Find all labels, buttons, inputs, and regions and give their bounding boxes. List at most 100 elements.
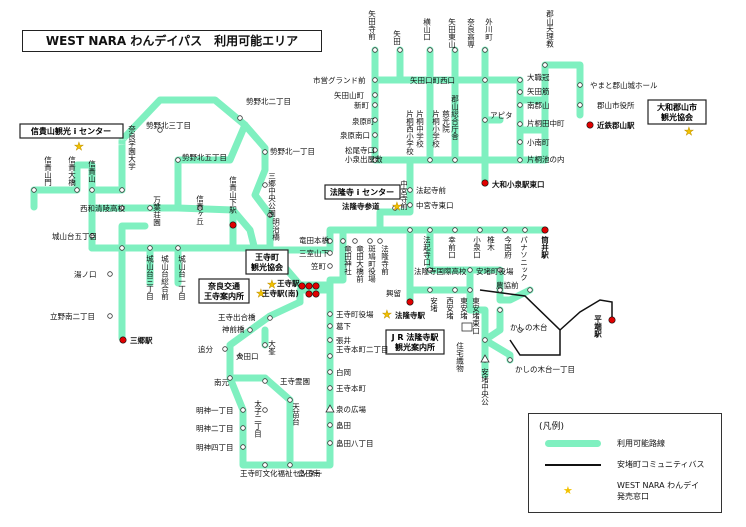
stop-label: 西安堵 (445, 297, 454, 321)
stop-label: 明治橋 (271, 218, 280, 242)
station-sango[interactable] (119, 336, 127, 344)
stop-label: 王寺出合橋 (218, 312, 256, 322)
stop-label: 明神四丁目 (196, 442, 234, 452)
stop-label: 竜田本橋 (299, 235, 329, 245)
ticket-office-stars: ★ ★ ★ ★ ★ ★ (74, 125, 695, 322)
stop-label: パナソニック (519, 236, 528, 281)
stop-label: やまと郡山城ホール (590, 80, 658, 90)
stop-label: 今国府 (503, 235, 512, 260)
station-hiraata[interactable] (608, 316, 616, 324)
stop-label: 追分 (198, 344, 213, 354)
stop-label: 三郷中央公園 (267, 172, 276, 218)
info-shigisan[interactable]: 信貴山観光 i センター (31, 126, 111, 136)
station-kintetsu-koriyama[interactable] (586, 121, 594, 129)
stop-label: 勢野北一丁目 (270, 146, 315, 156)
stop-label: 小泉口 (472, 236, 481, 259)
station-okidome[interactable] (406, 298, 414, 306)
stop-label: 城山台五丁目 (52, 231, 97, 241)
stop-label: 片桐小学校 (431, 109, 440, 149)
legend-ticket-label-2: 発売窓口 (617, 492, 649, 501)
stop-label: 葛下 (336, 321, 351, 331)
legend-title: (凡例) (539, 422, 565, 432)
stop-label: 矢田山町 (334, 90, 364, 100)
station-oji-2[interactable] (305, 282, 313, 290)
stop-label: 法起寺前 (416, 185, 446, 195)
stop-label: 法隆寺前 (380, 244, 389, 276)
info-oji-kanko-1[interactable]: 王寺町 (255, 252, 279, 262)
stop-label: 王寺町役場 (336, 309, 374, 319)
stop-label: 畠田 (336, 420, 351, 430)
star-icon: ★ (563, 484, 573, 497)
station-koizumi[interactable] (481, 179, 489, 187)
station-oji-5[interactable] (312, 290, 320, 298)
info-narakotsu-1[interactable]: 奈良交通 (207, 281, 240, 291)
info-narakotsu-2[interactable]: 王寺案内所 (204, 291, 244, 301)
star-icon: ★ (382, 308, 392, 321)
stop-label: 矢田口町西口 (410, 75, 455, 85)
stop-label: 法隆寺国際高校 (414, 266, 467, 276)
stop-label: 竜田神社 (343, 244, 352, 276)
stop-label: 王寺駅(南) (262, 288, 299, 298)
star-icon: ★ (392, 200, 402, 213)
stop-label: 矢田寺前 (367, 9, 376, 42)
label-shigisan-ground: 信貴山グランド (118, 143, 125, 146)
stop-label: 王寺本町 (336, 383, 366, 393)
stop-label: 郡山天理教 (545, 10, 554, 49)
stop-label: 興留 (386, 288, 401, 298)
stop-label: 奈良学園大学 (127, 124, 136, 171)
stop-label: 畠田八丁目 (336, 438, 374, 448)
stop-label: 平端駅 (593, 315, 602, 339)
stop-label: 大和小泉駅東口 (492, 179, 545, 189)
stop-label: 矢田 (392, 29, 401, 47)
stop-label: 神前橋 (222, 324, 245, 334)
triangle-marker (480, 354, 490, 363)
stop-label: 勢野北五丁目 (182, 152, 227, 162)
stop-label: 郡山市役所 (597, 100, 635, 110)
stop-label: 椎木 (486, 235, 495, 253)
stop-label: 信貴山門 (43, 155, 52, 188)
stop-label: 法起寺口 (422, 235, 431, 266)
stop-label: 城山台総合前 (160, 255, 169, 301)
stop-label: 法隆寺参道 (342, 201, 380, 211)
info-jr-horyuji-2[interactable]: 観光案内所 (395, 342, 435, 352)
stop-label: 信貴ヶ丘 (195, 194, 204, 226)
stop-label: 明神一丁目 (196, 405, 234, 415)
info-koriyama-2[interactable]: 観光協会 (661, 112, 693, 122)
stop-label: 王寺霊園 (280, 377, 310, 386)
info-koriyama-1[interactable]: 大和郡山市 (657, 102, 697, 112)
stop-label: 太子二丁目 (253, 399, 262, 439)
stop-label: 斑鳩町役場 (367, 244, 376, 284)
info-jr-horyuji-1[interactable]: J R 法隆寺駅 (391, 332, 440, 342)
station-oji-1[interactable] (298, 282, 306, 290)
station-shigisanshita[interactable] (229, 221, 237, 229)
info-oji-kanko-2[interactable]: 観光協会 (251, 262, 283, 272)
stop-label: 横山口 (422, 17, 431, 41)
page-title: WEST NARA わんデイパス 利用可能エリア (22, 30, 322, 52)
stop-label: 矢田筋 (527, 86, 550, 96)
stop-label: 王寺駅 (277, 278, 300, 288)
station-tsutsui[interactable] (541, 226, 549, 234)
stop-label: 奈良高専 (466, 17, 475, 49)
station-oji-4[interactable] (305, 290, 313, 298)
stop-label: 筒井駅 (540, 235, 549, 260)
stop-label: かしの木台一丁目 (515, 364, 575, 374)
stop-label: 大職冠 (527, 72, 550, 82)
legend-bus-label: 安堵町コミュニティバス (617, 460, 705, 469)
stop-label: 張井 (336, 335, 351, 345)
legend-ticket-label-1: WEST NARA わんデイ (617, 481, 700, 490)
stop-label: 安堵町役場 (476, 266, 514, 276)
small-square-marker (461, 322, 473, 332)
star-icon: ★ (267, 278, 277, 291)
star-icon: ★ (74, 140, 84, 153)
star-icon: ★ (684, 125, 694, 138)
stop-label: 城山台一丁目 (177, 255, 186, 301)
stop-label: 市営グランド前 (313, 75, 366, 85)
stop-label: アピタ (490, 111, 513, 120)
stop-label: 東安堵東口 (471, 296, 480, 335)
stop-label: 東安堵 (459, 296, 468, 321)
station-oji-3[interactable] (312, 282, 320, 290)
stop-label: 片桐中学校 (415, 109, 424, 149)
info-horyuji[interactable]: 法隆寺 i センター (330, 187, 394, 197)
stop-label: 幸前口 (447, 236, 456, 259)
